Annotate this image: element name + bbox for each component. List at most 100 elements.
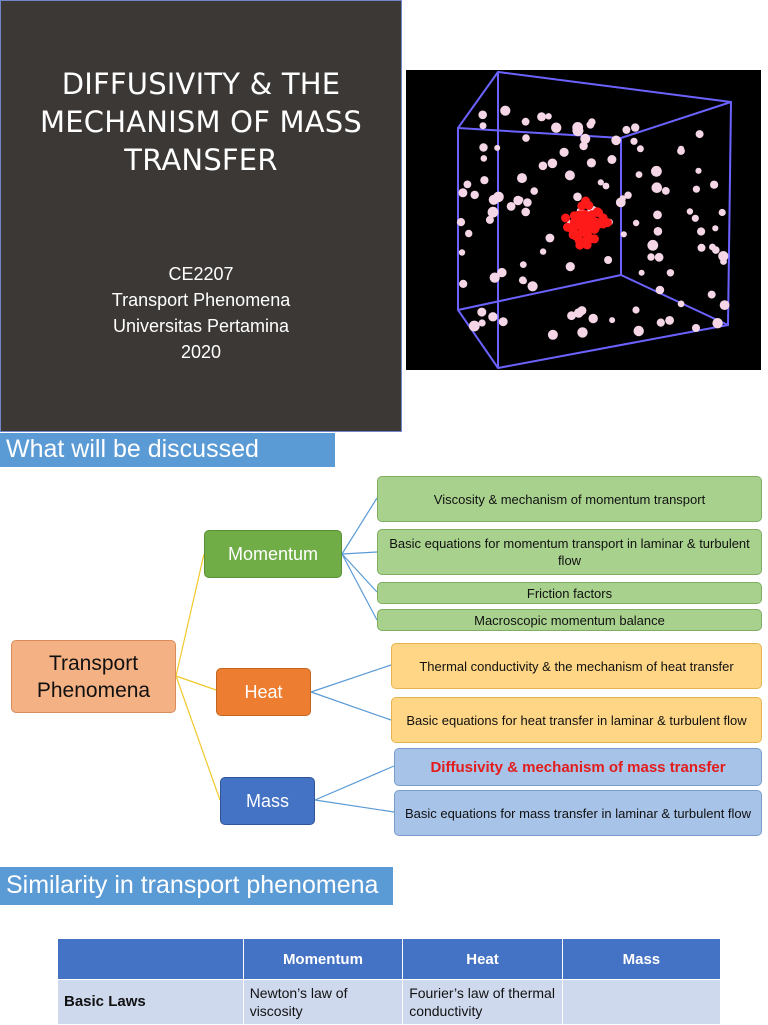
particle — [573, 192, 582, 202]
diffusing-particle — [581, 229, 591, 238]
slide-subtitle: CE2207 Transport Phenomena Universitas P… — [1, 261, 401, 365]
particle — [607, 155, 617, 164]
particle — [647, 239, 659, 251]
diffusing-particle — [575, 240, 585, 250]
particle — [506, 202, 516, 211]
title-slide: DIFFUSIVITY & THE MECHANISM OF MASS TRAN… — [0, 0, 402, 432]
particle — [609, 317, 616, 324]
table-header-cell — [57, 938, 244, 980]
particle — [530, 187, 538, 195]
particle — [710, 180, 719, 189]
course-name: Transport Phenomena — [111, 290, 291, 310]
mindmap-connectors — [175, 497, 395, 813]
table-header-row: Momentum Heat Mass — [57, 938, 722, 980]
particle — [588, 313, 598, 324]
particle — [468, 320, 480, 332]
leaf-text: Basic equations for momentum transport i… — [389, 536, 750, 568]
particle — [707, 290, 716, 299]
particle — [551, 122, 562, 133]
particle — [632, 306, 640, 314]
particle — [488, 312, 498, 322]
particle — [653, 210, 662, 220]
particle — [545, 113, 552, 120]
leaf-text: Viscosity & mechanism of momentum transp… — [433, 491, 706, 507]
particle — [522, 134, 530, 142]
table-cell: Newton’s law of viscosity — [242, 979, 404, 1025]
particle — [564, 170, 575, 181]
particle — [573, 308, 584, 318]
root-label: Transport Phenomena — [36, 651, 151, 702]
momentum-item-macroscopic-balance: Macroscopic momentum balance — [377, 609, 762, 631]
particle — [539, 248, 547, 255]
particle — [695, 130, 704, 139]
year: 2020 — [180, 342, 222, 362]
particle — [493, 191, 504, 203]
particle — [632, 219, 640, 227]
particle — [498, 317, 508, 327]
particle — [665, 316, 674, 325]
particle — [653, 227, 663, 236]
particle — [712, 318, 723, 329]
particle — [527, 281, 538, 292]
particle — [718, 251, 729, 262]
particle — [631, 123, 640, 132]
particle — [547, 329, 558, 340]
particle — [559, 147, 569, 157]
particle — [478, 110, 487, 120]
particle — [547, 158, 558, 169]
particle — [718, 208, 726, 217]
mindmap-root-transport-phenomena: Transport Phenomena — [11, 640, 176, 713]
particle — [620, 231, 627, 238]
particle — [537, 112, 547, 122]
table-header-cell: Mass — [561, 938, 722, 980]
leaf-text: Thermal conductivity & the mechanism of … — [419, 658, 734, 674]
particle — [477, 307, 487, 317]
particle — [478, 319, 486, 327]
particle — [456, 218, 466, 227]
particle — [470, 190, 479, 200]
momentum-item-viscosity: Viscosity & mechanism of momentum transp… — [377, 476, 762, 522]
particle — [677, 147, 685, 155]
particle — [697, 227, 706, 236]
particle — [619, 195, 626, 202]
table-cell — [561, 979, 722, 1025]
particle — [489, 272, 500, 283]
mindmap-node-momentum: Momentum — [204, 530, 342, 578]
momentum-item-basic-equations: Basic equations for momentum transport i… — [377, 529, 762, 575]
particle — [517, 173, 527, 184]
particle — [479, 122, 487, 130]
mass-label: Mass — [245, 790, 289, 811]
particle — [458, 188, 468, 198]
particle — [521, 207, 530, 217]
particle — [580, 133, 591, 144]
particle — [695, 167, 702, 174]
particle — [577, 327, 588, 338]
particle — [654, 252, 664, 262]
leaf-text: Macroscopic momentum balance — [474, 612, 665, 628]
heat-label: Heat — [244, 681, 283, 702]
table-cell: Fourier’s law of thermal conductivity — [402, 979, 563, 1025]
particle — [538, 161, 548, 171]
particle — [638, 269, 645, 276]
particle — [567, 311, 576, 321]
mass-item-diffusivity: Diffusivity & mechanism of mass transfer — [394, 748, 762, 786]
particle — [519, 261, 527, 268]
particle — [465, 229, 473, 238]
particle — [720, 258, 727, 265]
particle — [497, 267, 507, 278]
particle — [604, 256, 613, 264]
particle — [586, 120, 595, 129]
particle — [633, 325, 644, 337]
particle — [572, 122, 584, 133]
leaf-text-highlighted: Diffusivity & mechanism of mass transfer — [430, 758, 726, 776]
diffusion-illustration — [406, 70, 761, 370]
section-heading-similarity: Similarity in transport phenomena — [0, 867, 393, 905]
particle — [523, 198, 532, 207]
particle — [545, 233, 555, 243]
momentum-label: Momentum — [227, 543, 319, 564]
section-heading-text: Similarity in transport phenomena — [6, 871, 379, 899]
section-heading-discussed: What will be discussed — [0, 433, 335, 467]
heat-item-basic-equations: Basic equations for heat transfer in lam… — [391, 697, 762, 743]
particle — [692, 185, 700, 193]
particle — [494, 144, 501, 151]
